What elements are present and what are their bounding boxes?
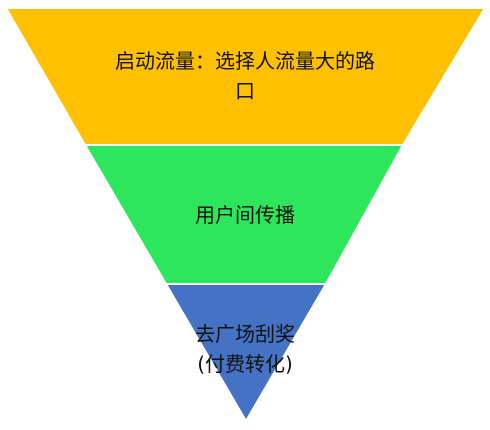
funnel-level-middle-label: 用户间传播 [150,200,340,230]
funnel-level-top-line-2: 口 [235,79,255,103]
funnel-level-bottom-line-2: (付费转化) [197,352,293,376]
funnel-level-bottom-line-1: 去广场刮奖 [195,322,295,346]
funnel-level-bottom-label: 去广场刮奖 (付费转化) [170,319,320,379]
funnel-level-bottom [164,283,328,423]
funnel-level-top-line-1: 启动流量：选择人流量大的路 [115,49,375,73]
funnel-level-top-label: 启动流量：选择人流量大的路 口 [90,46,400,106]
funnel-level-middle-line-1: 用户间传播 [195,203,295,227]
